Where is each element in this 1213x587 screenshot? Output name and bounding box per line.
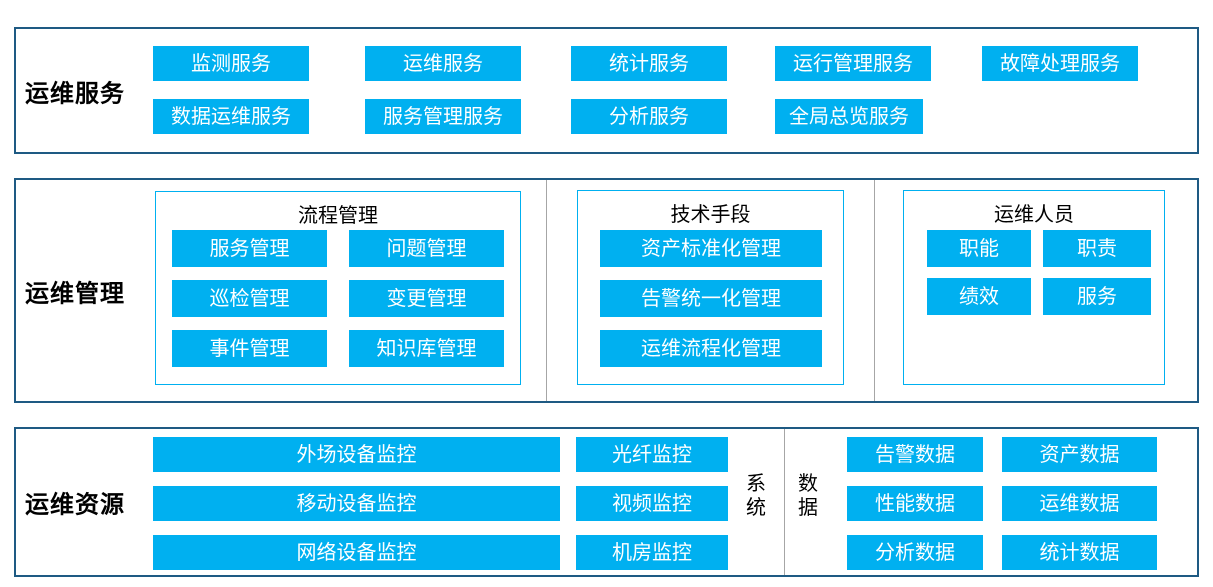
system-vertical-label: 系统 bbox=[746, 473, 766, 519]
fiber-monitoring-block: 光纤监控 bbox=[576, 437, 728, 472]
knowledge-base-mgmt-block: 知识库管理 bbox=[349, 330, 504, 367]
server-room-monitoring-block: 机房监控 bbox=[576, 535, 728, 570]
field-device-monitoring-block: 外场设备监控 bbox=[153, 437, 560, 472]
change-mgmt-block: 变更管理 bbox=[349, 280, 504, 317]
section-ops-resources: 运维资源 外场设备监控 移动设备监控 网络设备监控 光纤监控 视频监控 机房监控… bbox=[14, 427, 1199, 577]
function-block: 职能 bbox=[927, 230, 1031, 267]
problem-mgmt-block: 问题管理 bbox=[349, 230, 504, 267]
performance-block: 绩效 bbox=[927, 278, 1031, 315]
panel-process-management: 流程管理 服务管理 问题管理 巡检管理 变更管理 事件管理 知识库管理 bbox=[155, 191, 521, 385]
section-ops-resources-label: 运维资源 bbox=[25, 491, 125, 519]
management-divider-1 bbox=[546, 180, 547, 401]
fault-handling-service-block: 故障处理服务 bbox=[982, 46, 1138, 81]
section-ops-services-label: 运维服务 bbox=[25, 80, 125, 107]
duty-block: 职责 bbox=[1043, 230, 1151, 267]
analysis-data-block: 分析数据 bbox=[847, 535, 983, 570]
operation-mgmt-service-block: 运行管理服务 bbox=[775, 46, 931, 81]
section-ops-management-label: 运维管理 bbox=[25, 280, 125, 307]
panel-technical-means: 技术手段 资产标准化管理 告警统一化管理 运维流程化管理 bbox=[577, 190, 844, 385]
data-vertical-label: 数据 bbox=[798, 473, 818, 519]
monitoring-service-block: 监测服务 bbox=[153, 46, 309, 81]
incident-mgmt-block: 事件管理 bbox=[172, 330, 327, 367]
analysis-service-block: 分析服务 bbox=[571, 99, 727, 134]
asset-standardization-block: 资产标准化管理 bbox=[600, 230, 822, 267]
data-ops-service-block: 数据运维服务 bbox=[153, 99, 309, 134]
panel-ops-personnel-title: 运维人员 bbox=[994, 204, 1074, 226]
statistics-service-block: 统计服务 bbox=[571, 46, 727, 81]
panel-technical-means-title: 技术手段 bbox=[670, 204, 751, 226]
management-divider-2 bbox=[874, 180, 875, 401]
service-mgmt-block: 服务管理 bbox=[172, 230, 327, 267]
statistics-data-block: 统计数据 bbox=[1002, 535, 1157, 570]
asset-data-block: 资产数据 bbox=[1002, 437, 1157, 472]
service-block: 服务 bbox=[1043, 278, 1151, 315]
section-ops-services: 运维服务 监测服务 运维服务 统计服务 运行管理服务 故障处理服务 数据运维服务… bbox=[14, 27, 1199, 154]
section-ops-management: 运维管理 流程管理 服务管理 问题管理 巡检管理 变更管理 事件管理 知识库管理… bbox=[14, 178, 1199, 403]
video-monitoring-block: 视频监控 bbox=[576, 486, 728, 521]
network-device-monitoring-block: 网络设备监控 bbox=[153, 535, 560, 570]
global-overview-service-block: 全局总览服务 bbox=[775, 99, 923, 134]
ops-process-standardization-block: 运维流程化管理 bbox=[600, 330, 822, 367]
performance-data-block: 性能数据 bbox=[847, 486, 983, 521]
alarm-unification-block: 告警统一化管理 bbox=[600, 280, 822, 317]
panel-process-management-title: 流程管理 bbox=[298, 205, 378, 227]
inspection-mgmt-block: 巡检管理 bbox=[172, 280, 327, 317]
panel-ops-personnel: 运维人员 职能 职责 绩效 服务 bbox=[903, 190, 1165, 385]
service-mgmt-service-block: 服务管理服务 bbox=[365, 99, 521, 134]
ops-data-block: 运维数据 bbox=[1002, 486, 1157, 521]
resources-divider bbox=[784, 429, 785, 575]
mobile-device-monitoring-block: 移动设备监控 bbox=[153, 486, 560, 521]
alarm-data-block: 告警数据 bbox=[847, 437, 983, 472]
ops-service-block: 运维服务 bbox=[365, 46, 521, 81]
